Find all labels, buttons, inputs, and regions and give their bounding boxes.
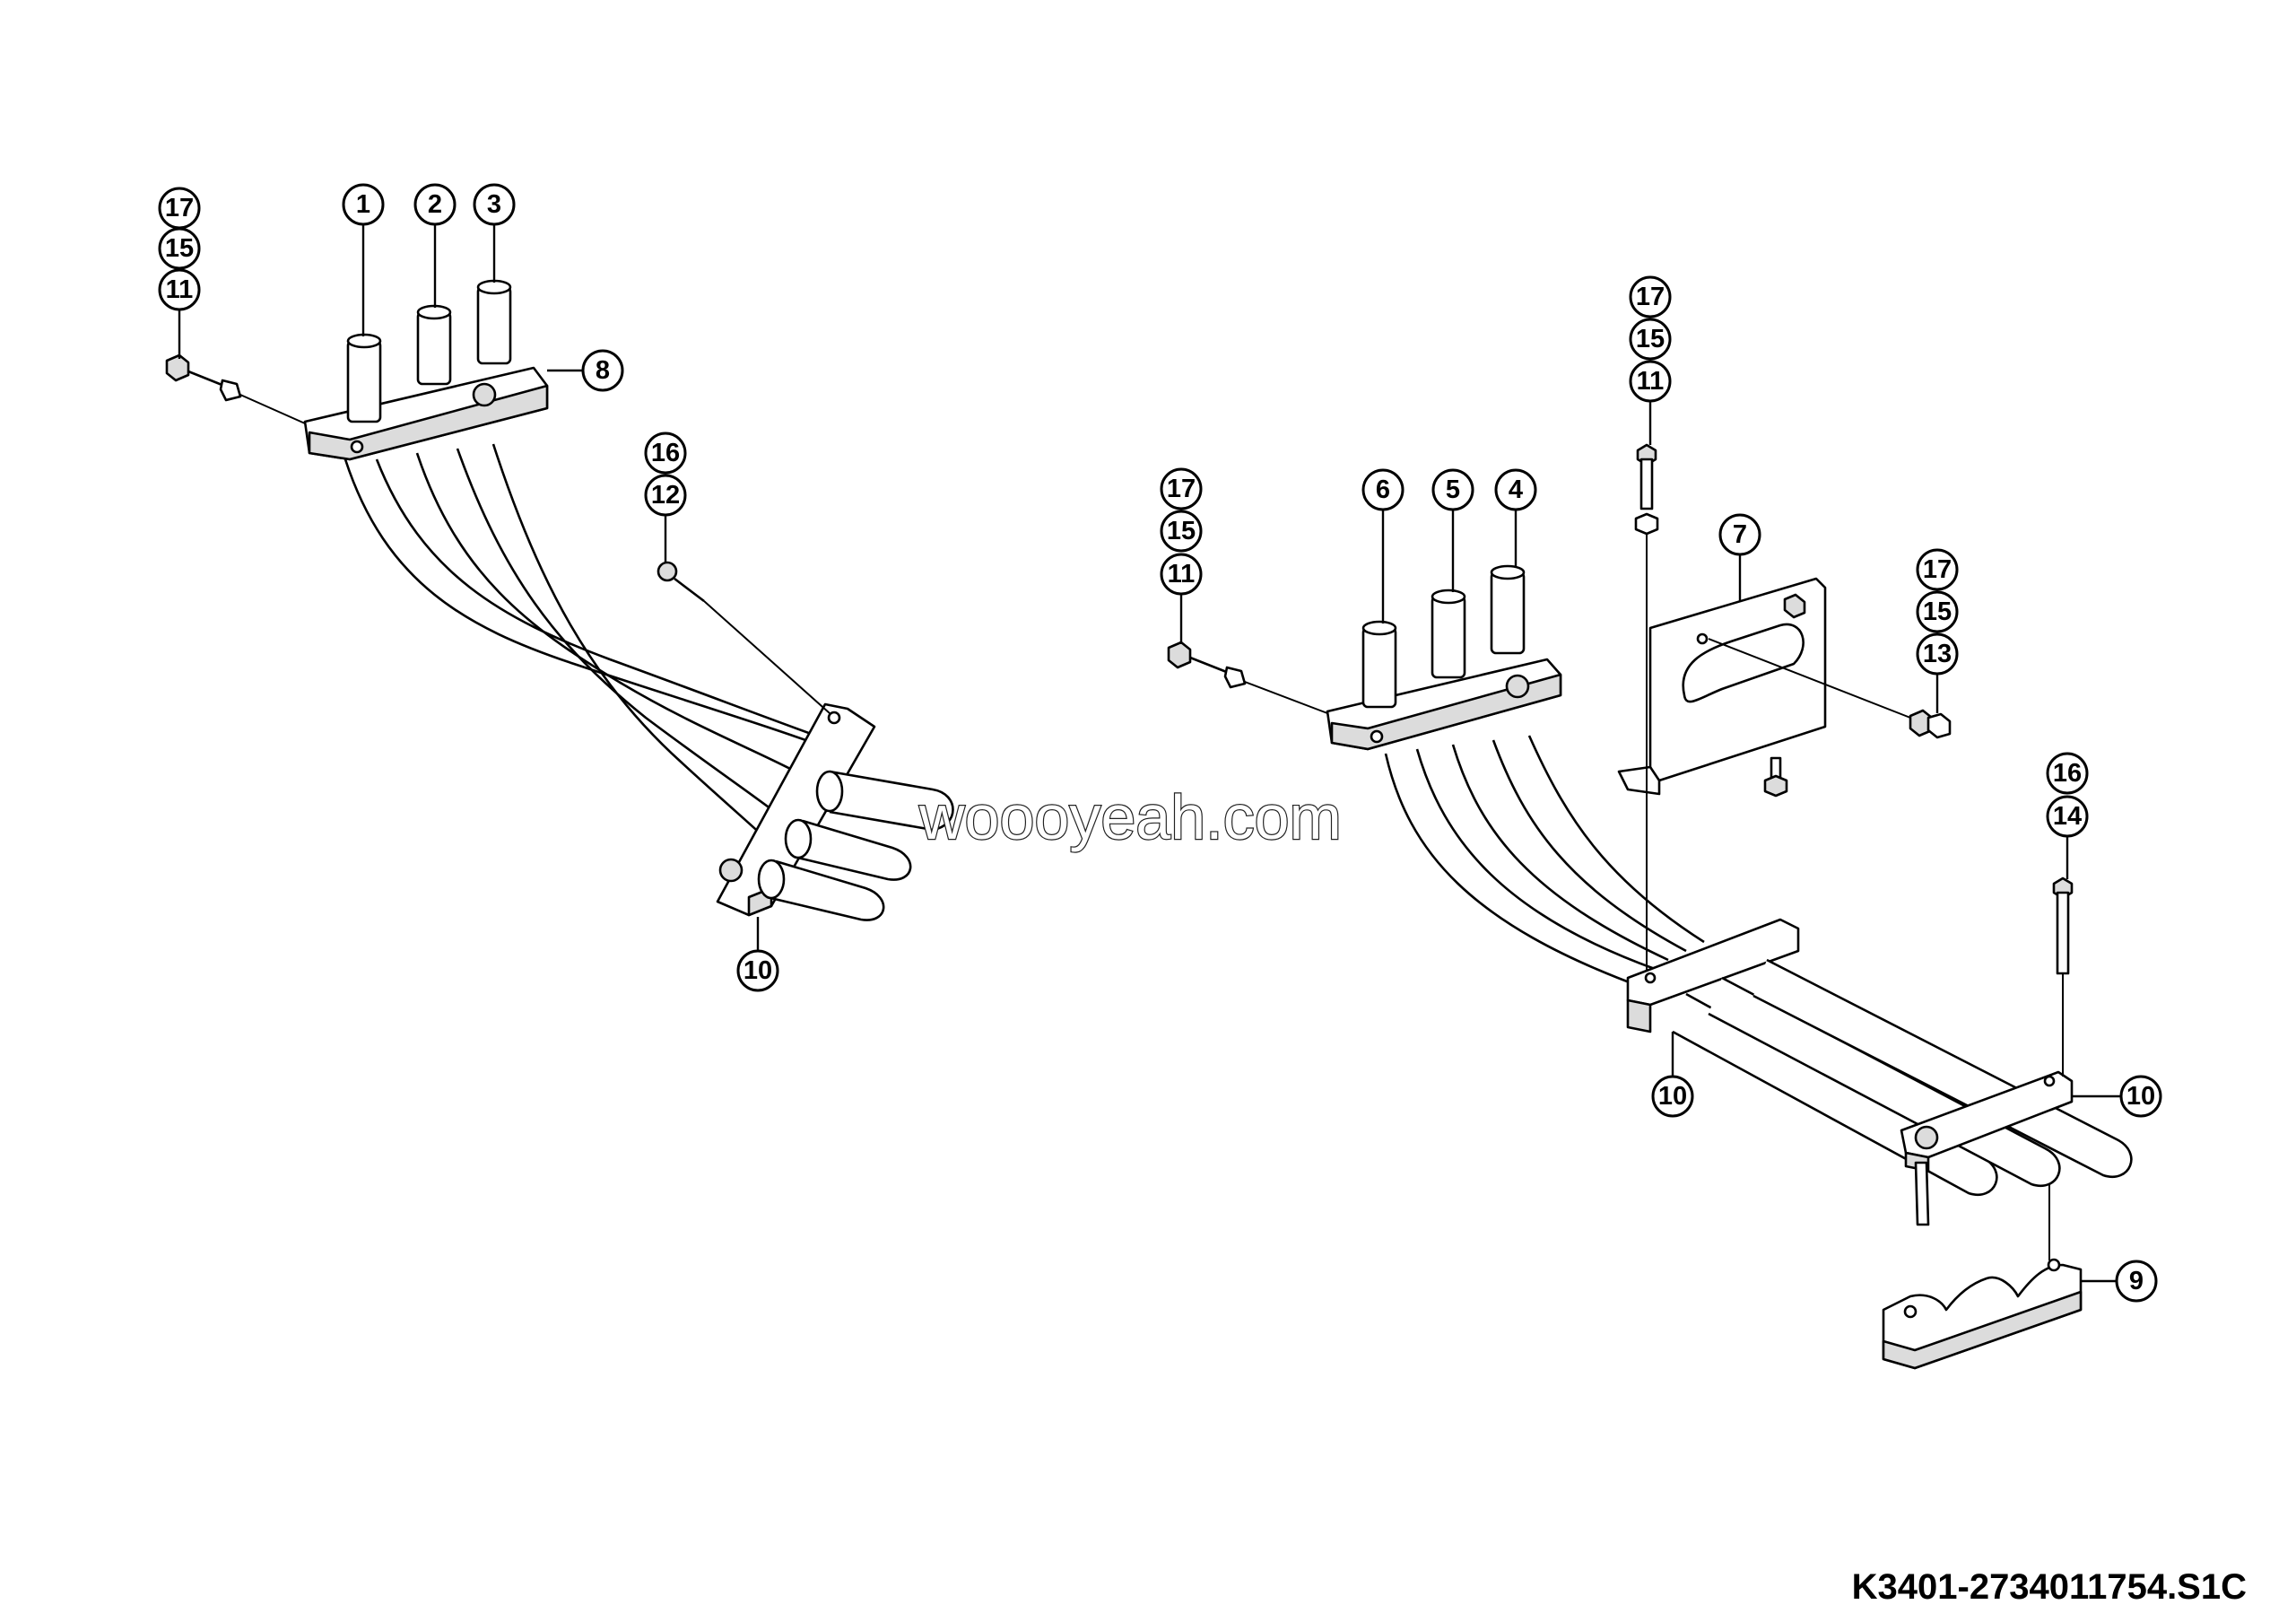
callout-clamp-10-right: 10: [2072, 1075, 2162, 1118]
callout-stack-center: 17 15 11: [1160, 467, 1203, 644]
callout-label: 17: [1636, 283, 1665, 311]
drawing-reference: K3401-2734011754.S1C: [1852, 1567, 2247, 1607]
callout-label: 15: [165, 234, 194, 263]
left-hose-ends: [757, 770, 954, 921]
callout-label: 11: [1168, 560, 1196, 589]
right-hose-assembly: [1167, 443, 2133, 1370]
callout-stack-left-a: 17 15 11: [158, 187, 201, 359]
callout-label: 16: [651, 439, 680, 467]
callout-label: 17: [1167, 475, 1196, 503]
callout-pipe-1: 1: [342, 183, 385, 336]
callout-stack-right: 17 15 13: [1916, 548, 1959, 713]
callout-bracket-7: 7: [1718, 513, 1761, 601]
callout-stack-bottom: 16 14: [2046, 752, 2089, 879]
left-hose-assembly: [165, 279, 954, 921]
pipe-2-fitting: [416, 304, 452, 386]
pipe-5-fitting: [1431, 589, 1466, 679]
callout-label: 17: [1923, 555, 1952, 584]
callout-label: 10: [744, 956, 772, 985]
callout-label: 13: [1923, 640, 1952, 668]
callout-stack-bracket: 17 15 11: [1629, 275, 1672, 445]
callout-label: 11: [166, 275, 194, 304]
pipe-3-fitting: [476, 279, 512, 365]
callout-label: 10: [1658, 1082, 1687, 1111]
callout-label: 3: [487, 190, 501, 219]
callout-pipe-2: 2: [413, 183, 457, 308]
callout-label: 4: [1509, 475, 1523, 504]
callout-pipe-3: 3: [473, 183, 516, 283]
callout-label: 15: [1923, 597, 1952, 626]
pipe-6-fitting: [1361, 620, 1397, 709]
callouts: 17 15 11 1 2 3 8: [158, 183, 2162, 1303]
callout-label: 17: [165, 194, 194, 222]
callout-label: 1: [356, 190, 370, 219]
callout-stack-left-b: 16 12: [644, 432, 687, 563]
callout-label: 7: [1733, 520, 1747, 549]
callout-pipe-6: 6: [1361, 468, 1405, 624]
bolt-14: [2052, 876, 2074, 1077]
left-bolt: [165, 353, 306, 424]
callout-label: 9: [2129, 1267, 2144, 1295]
callout-label: 6: [1376, 475, 1390, 504]
callout-label: 8: [596, 356, 610, 385]
callout-label: 11: [1637, 367, 1665, 396]
callout-clamp-8: 8: [547, 349, 624, 392]
callout-label: 10: [2126, 1082, 2155, 1111]
callout-clamp-10-left: 10: [736, 917, 779, 992]
callout-label: 14: [2053, 802, 2082, 831]
callout-label: 16: [2053, 759, 2082, 788]
callout-label: 15: [1636, 325, 1665, 353]
callout-label: 2: [428, 190, 442, 219]
callout-pipe-5: 5: [1431, 468, 1474, 592]
callout-clamp-10-center: 10: [1651, 1032, 1694, 1118]
watermark-text: woooyeah.com: [918, 782, 1342, 852]
callout-label: 5: [1446, 475, 1460, 504]
bolt-12: [657, 561, 831, 714]
bolt-13: [1909, 709, 1952, 739]
bracket-plate-7: [1617, 577, 1911, 798]
callout-clamp-9: 9: [2081, 1260, 2158, 1303]
pipe-4-fitting: [1490, 564, 1526, 655]
clamp-base-9: [1882, 1184, 2083, 1370]
pipe-1-fitting: [346, 333, 382, 423]
center-bolt: [1167, 641, 1328, 714]
callout-label: 15: [1167, 517, 1196, 545]
vertical-bolt-11: [1634, 443, 1659, 973]
callout-label: 12: [651, 481, 680, 510]
callout-pipe-4: 4: [1494, 468, 1537, 568]
